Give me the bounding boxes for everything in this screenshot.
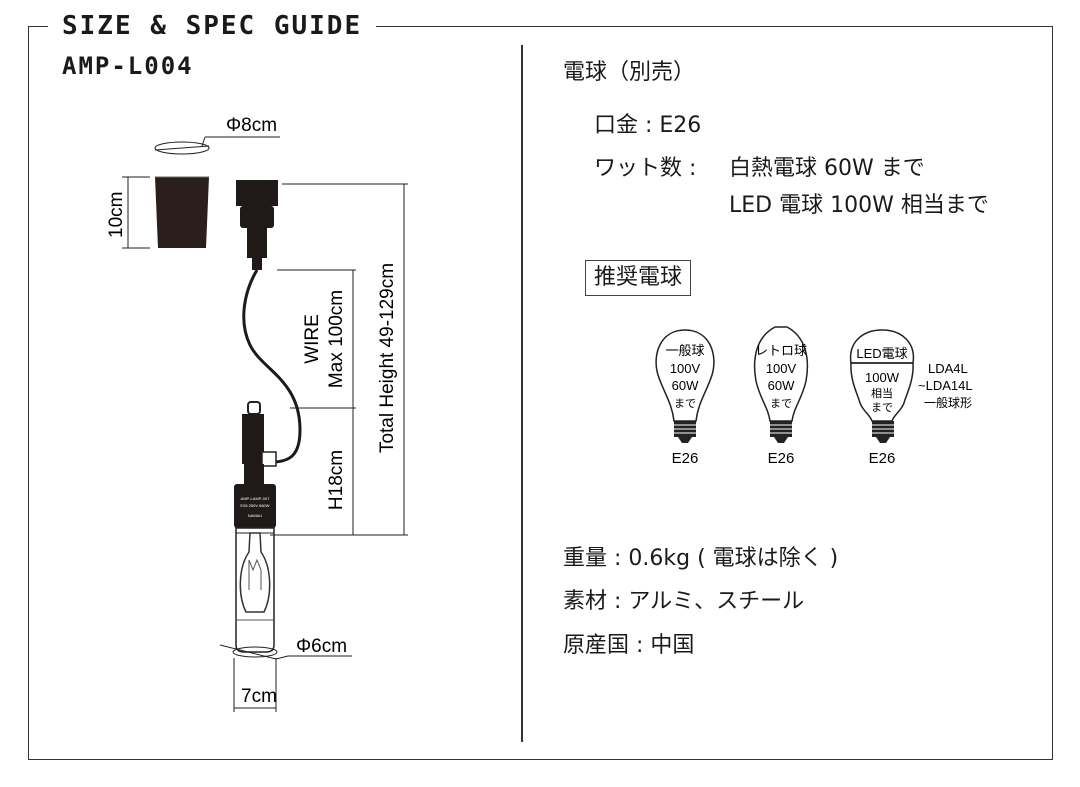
total-height-label: Total Height 49-129cm [377,263,398,453]
bulb-led: LED電球 100W 相当 まで E26 [849,329,915,467]
wattage-line2: LED 電球 100W 相当まで [729,193,989,218]
bulb-led-line4: まで [871,401,893,414]
guide-frame [28,26,1053,760]
page-title: SIZE & SPEC GUIDE [48,8,377,44]
bulb-retro-line2: 100V [766,361,797,376]
bulb-general-line4: まで [674,397,696,410]
bulb-led-base: E26 [869,450,896,467]
base-spec: 口金 : E26 [594,113,702,138]
bulb-led-line3: 相当 [871,386,893,400]
bulb-illustrations: 一般球 100V 60W まで E26 レトロ球 100V 60W まで E26… [655,326,973,467]
recommended-bulb-badge: 推奨電球 [585,260,692,296]
bulb-retro-line1: レトロ球 [755,343,807,358]
wattage-label: ワット数 : [594,156,697,181]
wire-label: WIRE [302,314,323,364]
socket-label-3: NAMAU [248,513,263,518]
shade-diameter-ellipse [154,141,210,155]
glass-tube [235,527,275,653]
bulb-retro-line4: まで [770,397,792,410]
wire [242,269,302,464]
column-divider [521,45,523,742]
wattage-line1: 白熱電球 60W まで [729,156,925,181]
bulb-inside [239,532,271,613]
socket-label-2: E26 250V 660W [240,503,269,508]
bulb-general-line3: 60W [672,378,699,393]
body-height-label: H18cm [326,450,347,510]
bulb-heading: 電球（別売） [563,60,696,85]
bulb-general-line1: 一般球 [665,343,704,358]
bulb-general: 一般球 100V 60W まで E26 [655,329,715,467]
bulb-retro-base: E26 [768,450,795,467]
bulb-retro: レトロ球 100V 60W まで E26 [753,326,809,467]
bulb-general-base: E26 [672,450,699,467]
shade-height-label: 10cm [106,192,127,238]
shade [155,177,209,248]
model-number: AMP-L004 [62,52,194,80]
shade-diameter-label: Φ8cm [226,115,277,136]
weight-spec: 重量 : 0.6kg ( 電球は除く ) [563,546,839,571]
material-spec: 素材 : アルミ、スチール [563,589,805,614]
led-model-line1: LDA4L [928,361,968,376]
hook [247,401,261,415]
width-label: 7cm [241,686,277,707]
bulb-led-line1: LED電球 [856,346,907,361]
led-model-line3: 一般球形 [924,395,972,410]
dimension-drawing: Φ8cm 10cm AMP-LAMP-007 E26 250V 660W NAM… [106,115,408,712]
canopy [236,180,278,206]
bulb-general-line2: 100V [670,361,701,376]
wire-max-label: Max 100cm [326,290,347,388]
socket-cap [234,484,276,528]
socket-label-1: AMP-LAMP-007 [241,496,271,501]
glass-diameter-label: Φ6cm [296,636,347,657]
shade-diameter-line [154,145,210,151]
origin-spec: 原産国 : 中国 [563,633,695,658]
bulb-retro-line3: 60W [768,378,795,393]
bulb-led-line2: 100W [865,370,900,385]
led-model-line2: ~LDA14L [918,378,973,393]
